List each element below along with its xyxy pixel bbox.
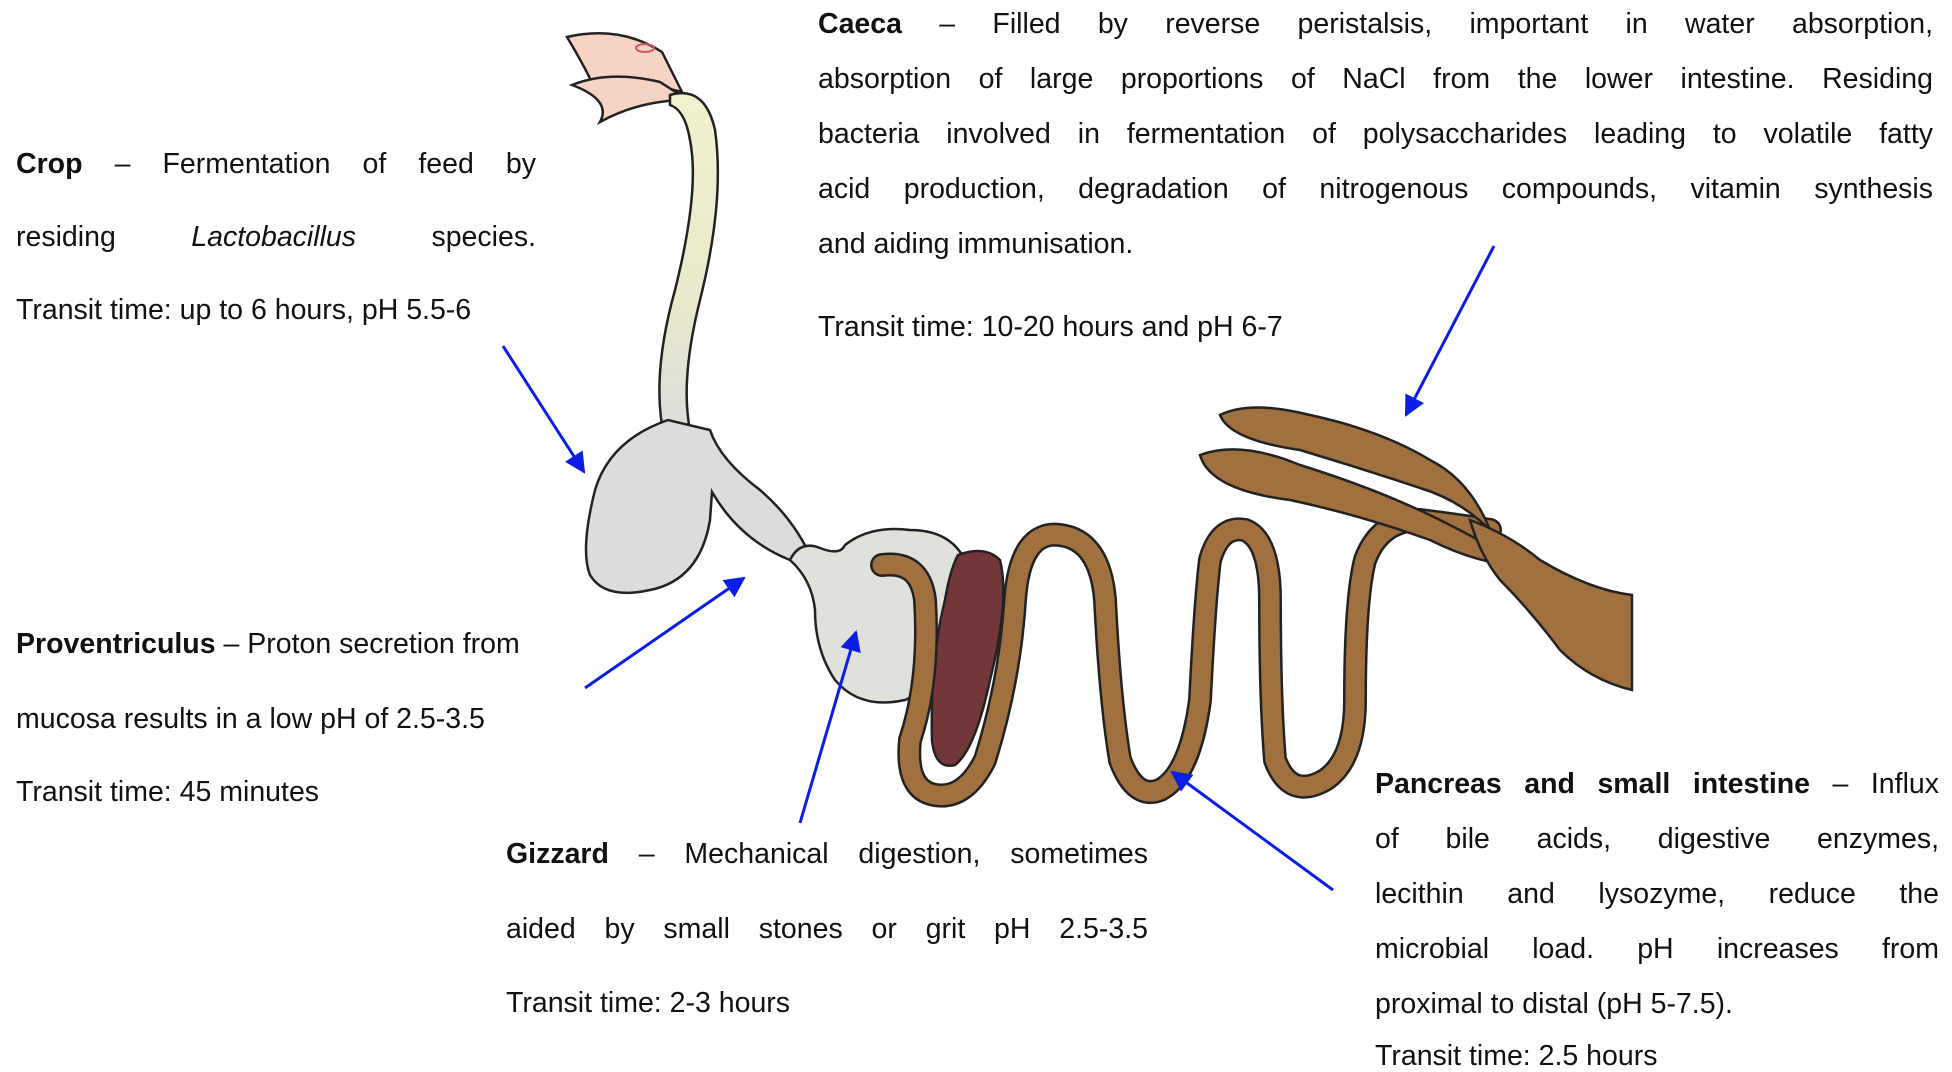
proventriculus-line-2: mucosa results in a low pH of 2.5-3.5 (16, 701, 485, 737)
gizzard-transit: Transit time: 2-3 hours (506, 985, 790, 1021)
pancreas-text-1: – Influx (1833, 768, 1939, 800)
gizzard-line-2: aided by small stones or grit pH 2.5-3.5 (506, 911, 1148, 947)
crop-transit: Transit time: up to 6 hours, pH 5.5-6 (16, 292, 471, 328)
caeca-transit: Transit time: 10-20 hours and pH 6-7 (818, 309, 1283, 345)
crop-text-2a: residing (16, 221, 116, 253)
proventriculus-text-1: – Proton secretion from (223, 628, 519, 660)
pancreas-transit: Transit time: 2.5 hours (1375, 1041, 1657, 1071)
caeca-line-1: Caeca – Filled by reverse peristalsis, i… (818, 6, 1933, 42)
crop-organ (586, 420, 812, 593)
pancreas-line-4: microbial load. pH increases from (1375, 931, 1939, 967)
crop-text-1: – Fermentation of feed by (115, 148, 536, 180)
caeca-title: Caeca (818, 8, 902, 40)
pancreas-line-5: proximal to distal (pH 5-7.5). (1375, 986, 1733, 1022)
crop-text-2b: species. (431, 221, 536, 253)
esophagus (659, 93, 717, 440)
crop-line-2: residing Lactobacillus species. (16, 219, 536, 255)
crop-lactobacillus: Lactobacillus (191, 221, 356, 253)
caeca-line-2: absorption of large proportions of NaCl … (818, 61, 1933, 97)
gizzard-title: Gizzard (506, 838, 609, 870)
proventriculus-title: Proventriculus (16, 628, 216, 660)
proventriculus-transit: Transit time: 45 minutes (16, 774, 319, 810)
crop-arrow (503, 346, 584, 472)
gizzard-text-1: – Mechanical digestion, sometimes (639, 838, 1148, 870)
crop-line-1: Crop – Fermentation of feed by (16, 146, 536, 182)
proventriculus-arrow (585, 578, 744, 688)
caeca-line-4: acid production, degradation of nitrogen… (818, 171, 1933, 207)
caeca-line-5: and aiding immunisation. (818, 226, 1133, 262)
gizzard-line-1: Gizzard – Mechanical digestion, sometime… (506, 836, 1148, 872)
crop-title: Crop (16, 148, 83, 180)
caeca-text-1: – Filled by reverse peristalsis, importa… (939, 8, 1933, 40)
pancreas-line-3: lecithin and lysozyme, reduce the (1375, 876, 1939, 912)
pancreas-line-1: Pancreas and small intestine – Influx (1375, 766, 1939, 802)
caeca-line-3: bacteria involved in fermentation of pol… (818, 116, 1933, 152)
pancreas-title: Pancreas and small intestine (1375, 768, 1810, 800)
beak (567, 33, 688, 122)
caeca-arrow (1406, 246, 1494, 415)
proventriculus-line-1: Proventriculus – Proton secretion from (16, 626, 520, 662)
pancreas-line-2: of bile acids, digestive enzymes, (1375, 821, 1939, 857)
